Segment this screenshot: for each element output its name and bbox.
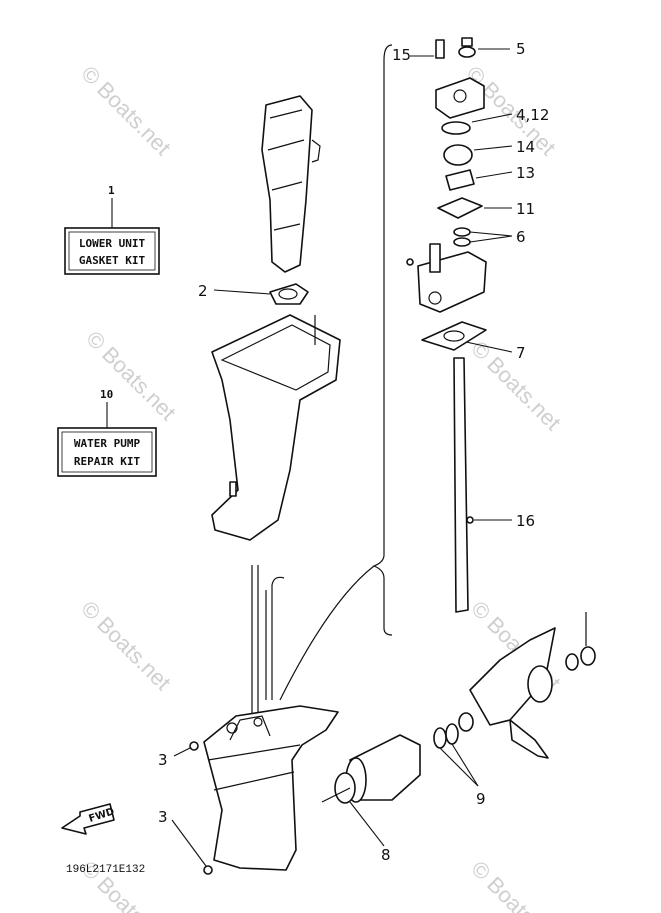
callout-10: 10 xyxy=(100,388,113,401)
kit-label-line1: LOWER UNIT xyxy=(79,237,146,250)
kit-label-line2: GASKET KIT xyxy=(79,254,146,267)
kit-label-line2: REPAIR KIT xyxy=(74,455,141,468)
outer-plate-11[interactable] xyxy=(437,197,512,219)
prop-nut-washer[interactable] xyxy=(565,612,596,671)
o-ring-8[interactable] xyxy=(334,772,385,847)
callout-16: 16 xyxy=(516,512,535,530)
callout-4-12: 4,12 xyxy=(516,106,549,124)
bearings-9[interactable] xyxy=(433,712,479,787)
o-ring-4-12[interactable] xyxy=(441,113,513,135)
exhaust-guide[interactable] xyxy=(261,95,321,273)
watermark-3: © Boats.net xyxy=(81,326,180,425)
callout-3b: 3 xyxy=(158,808,168,826)
propeller-shaft-housing[interactable] xyxy=(345,734,421,803)
callout-8: 8 xyxy=(381,846,391,864)
impeller-13[interactable] xyxy=(445,169,513,191)
callout-6: 6 xyxy=(516,228,526,246)
propeller-shaft xyxy=(321,787,351,803)
callout-11: 11 xyxy=(516,200,535,218)
kit-label-line1: WATER PUMP xyxy=(74,437,141,450)
watermark-1: © Boats.net xyxy=(76,61,175,160)
fwd-arrow: FWD xyxy=(61,803,116,835)
callout-9: 9 xyxy=(476,790,486,808)
water-tube[interactable] xyxy=(251,565,285,720)
gasket-7[interactable] xyxy=(421,321,513,353)
lower-unit-gasket-kit[interactable]: 1 LOWER UNIT GASKET KIT xyxy=(64,184,160,275)
insert-cartridge-14[interactable] xyxy=(443,144,513,166)
callout-13: 13 xyxy=(516,164,535,182)
gasket-2[interactable] xyxy=(269,283,309,305)
callout-5: 5 xyxy=(516,40,526,58)
callout-2: 2 xyxy=(198,282,208,300)
pin-16[interactable] xyxy=(466,516,512,524)
diagram-code: 196L2171E132 xyxy=(66,864,145,876)
drive-shaft[interactable] xyxy=(453,357,469,613)
seals-6[interactable] xyxy=(453,227,513,247)
callout-1: 1 xyxy=(108,184,115,197)
water-pump-repair-kit[interactable]: 10 WATER PUMP REPAIR KIT xyxy=(57,388,157,477)
group-bracket xyxy=(372,44,393,636)
pump-bolt-15[interactable] xyxy=(410,39,445,59)
callout-14: 14 xyxy=(516,138,535,156)
callout-3a: 3 xyxy=(158,751,168,769)
upper-casing[interactable] xyxy=(211,314,341,541)
watermark-8: © Boats.net xyxy=(466,856,565,913)
callout-15: 15 xyxy=(392,46,411,64)
pump-housing[interactable] xyxy=(435,77,485,119)
lower-casing[interactable] xyxy=(203,705,339,871)
callout-7: 7 xyxy=(516,344,526,362)
bolt-3-upper[interactable] xyxy=(173,741,199,757)
bolt-3-lower[interactable] xyxy=(171,819,213,875)
grommet-5[interactable] xyxy=(458,37,510,58)
watermarks: © Boats.net © Boats.net © Boats.net © Bo… xyxy=(76,61,565,913)
watermark-5: © Boats.net xyxy=(76,596,175,695)
pump-base[interactable] xyxy=(406,243,487,313)
propeller[interactable] xyxy=(469,627,556,759)
